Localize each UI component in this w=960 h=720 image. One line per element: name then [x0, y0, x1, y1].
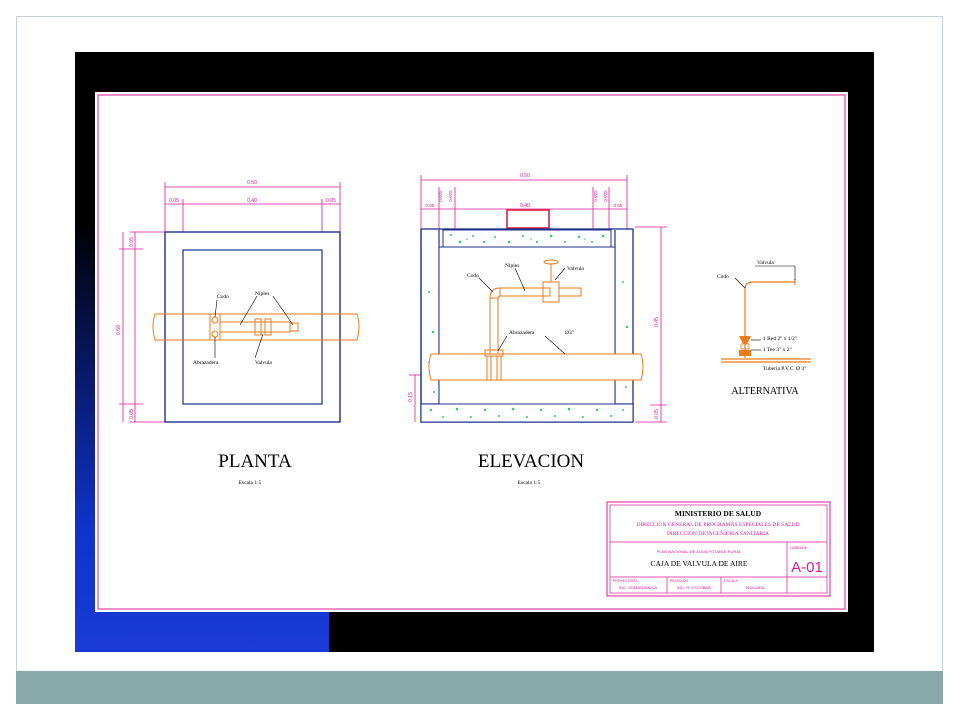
elev-main-pipe — [428, 353, 644, 381]
tb-proyecto-value: ING. SOMANJANICA — [619, 585, 658, 590]
planta-label-codo: Codo — [217, 294, 229, 300]
tb-escala-value: INDICADA — [745, 585, 764, 590]
elev-dim-left-b: 0.025 — [448, 190, 453, 202]
planta-dim-top-total: 0.50 — [247, 180, 257, 186]
elev-label-valvula: Valvula — [567, 266, 584, 272]
tb-direccion: DIRECCION DE INGENIERIA SANITARIA — [667, 531, 769, 537]
elev-label-abrazadera: Abrazadera — [509, 330, 535, 336]
planta-title: PLANTA — [218, 451, 292, 472]
elev-dim-right-b: 0.025 — [603, 190, 608, 202]
tb-plan: PLAN NACIONAL DE AGUA POTABLE RURAL — [657, 549, 742, 554]
elev-dim-edge-left: 0.05 — [426, 203, 435, 208]
elev-dim-edge-right: 0.05 — [614, 203, 623, 208]
planta-view: 0.50 0.40 0.05 0.05 0.50 0.05 0.05 — [116, 180, 360, 486]
planta-label-niples: Niples — [255, 291, 269, 297]
planta-outer-box — [164, 231, 341, 423]
tb-sheet-number: A-01 — [791, 559, 823, 576]
elevacion-title: ELEVACION — [478, 451, 585, 472]
elev-dim-left-a: 0.025 — [438, 190, 443, 202]
tb-revisado-label: REVISADO — [670, 579, 688, 583]
elev-dim-top-inner: 0.40 — [520, 203, 530, 209]
planta-inner-box — [182, 249, 323, 405]
planta-dim-side-bottom: 0.05 — [129, 409, 135, 419]
elev-cover-slab — [442, 229, 612, 248]
planta-scale: Escala 1:5 — [239, 480, 262, 486]
planta-dim-top-right: 0.05 — [326, 198, 336, 204]
elev-riser — [484, 259, 582, 381]
tb-revisado-value: ING. R. ESCOBAR — [677, 585, 711, 590]
planta-pipe — [152, 313, 360, 341]
alt-label-codo: Codo — [717, 274, 729, 280]
planta-dim-side-total: 0.50 — [116, 325, 122, 335]
footer-bar — [16, 671, 943, 704]
elev-dim-right-a: 0.025 — [593, 190, 598, 202]
elev-label-codo: Codo — [467, 273, 479, 279]
elev-dim-top-total: 0.50 — [520, 173, 530, 179]
elevacion-view: 0.50 0.40 0.05 0.05 0.025 0.025 0.025 0.… — [408, 173, 667, 486]
planta-label-valvula: Valvula — [255, 360, 272, 366]
elev-dim-left-bottom: 0.15 — [408, 392, 414, 402]
tb-direccion-general: DIRECCION GENERAL DE PROGRAMAS ESPECIALE… — [637, 522, 800, 528]
sheet-border — [97, 94, 846, 610]
elev-lid-handle — [506, 209, 550, 229]
tb-proyecto-label: PROYECTISTA — [613, 579, 638, 583]
tb-sheet-label: LAMINA Nº — [790, 546, 808, 550]
alt-label-valvula: Valvula — [757, 260, 774, 266]
planta-dim-side-top: 0.05 — [129, 237, 135, 247]
planta-dim-top-left: 0.05 — [169, 198, 179, 204]
elev-label-diam: Ø3" — [565, 330, 574, 336]
elev-dim-side-total: 0.45 — [654, 317, 660, 327]
tb-escala-label: ESCALA — [724, 579, 738, 583]
tb-plan-title: CAJA DE VALVULA DE AIRE — [651, 559, 748, 568]
elev-dim-side-bottom: 0.05 — [654, 409, 660, 419]
cad-drawing: 0.50 0.40 0.05 0.05 0.50 0.05 0.05 — [97, 94, 846, 610]
planta-label-abrazadera: Abrazadera — [193, 360, 219, 366]
alt-label-red: 1 Red 2" x 1/2" — [763, 336, 797, 342]
title-block: MINISTERIO DE SALUD DIRECCION GENERAL DE… — [606, 501, 831, 597]
alt-label-tuberia: Tuberia P.V.C. Ø 3" — [763, 366, 807, 372]
elev-concrete-texture — [428, 234, 629, 418]
elev-label-niples: Niples — [505, 263, 519, 269]
elevacion-scale: Escala 1:5 — [518, 480, 541, 486]
alternativa-view: Valvula Codo 1 Red 2" x 1/2" 1 Tee 3" x … — [717, 260, 811, 397]
tb-ministry: MINISTERIO DE SALUD — [675, 509, 762, 518]
planta-dim-top-inner: 0.40 — [247, 198, 257, 204]
elev-base-slab — [420, 403, 634, 423]
alt-label-tee: 1 Tee 3" x 2" — [763, 347, 792, 353]
alternativa-title: ALTERNATIVA — [731, 386, 799, 397]
